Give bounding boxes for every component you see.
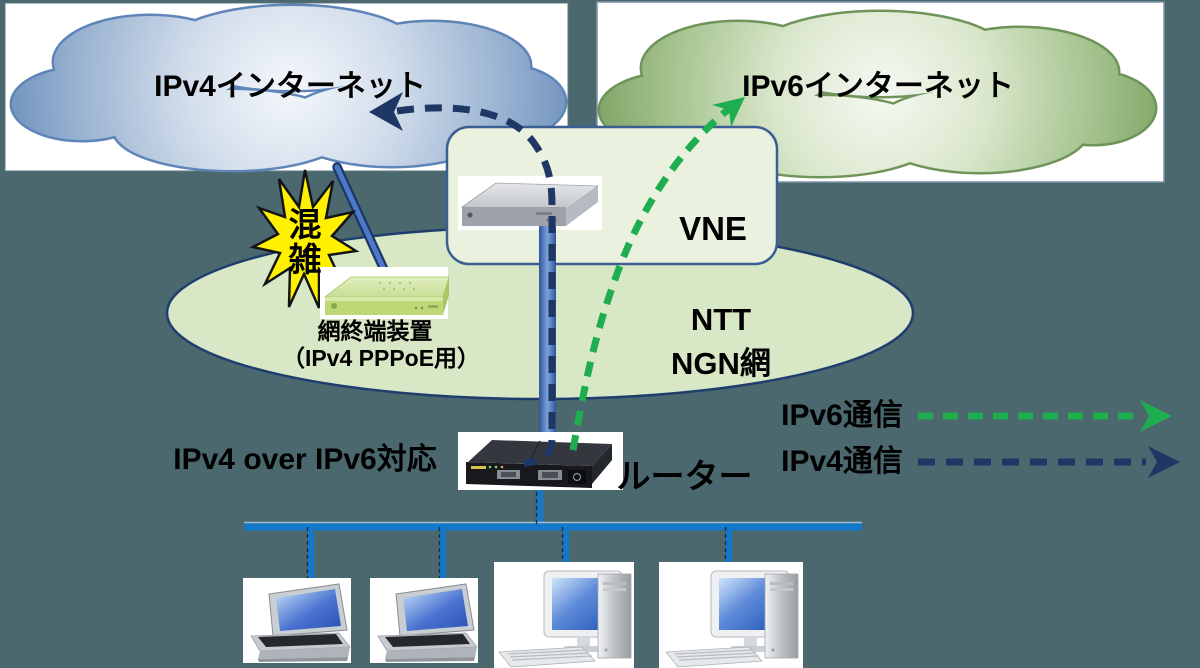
vne-label: VNE [679, 210, 747, 247]
network-terminator-device-icon [320, 267, 450, 319]
network-terminator-label: 網終端装置 [317, 318, 433, 344]
ipv4-cloud-label: IPv4インターネット [154, 70, 426, 103]
network-terminator-note: （IPv4 PPPoE用） [281, 345, 481, 371]
lan-bus-line [244, 490, 862, 580]
legend-ipv4-arrow-icon [918, 446, 1180, 478]
legend-ipv4-label: IPv4通信 [781, 445, 903, 478]
lan-clients [243, 562, 803, 668]
legend-ipv6-label: IPv6通信 [781, 399, 903, 432]
ipv6-traffic-arrow [569, 97, 745, 451]
ngn-label: NTT NGN網 [601, 298, 841, 386]
ipv4-traffic-arrow [369, 92, 556, 467]
vne-gateway-device-icon [460, 182, 600, 226]
congestion-label: 混雑 [288, 206, 322, 278]
ipv4-cloud-icon [9, 3, 568, 173]
ipv6-cloud-icon [597, 9, 1158, 179]
ngn-label-line2: NGN網 [671, 346, 771, 381]
router-feature-label: IPv4 over IPv6対応 [173, 443, 437, 476]
router-device-icon [458, 432, 623, 490]
ngn-label-line1: NTT [690, 302, 752, 337]
ipv6-cloud-label: IPv6インターネット [742, 70, 1014, 103]
router-caption: ルーター [616, 458, 753, 496]
legend-ipv6-arrow-icon [918, 400, 1172, 432]
